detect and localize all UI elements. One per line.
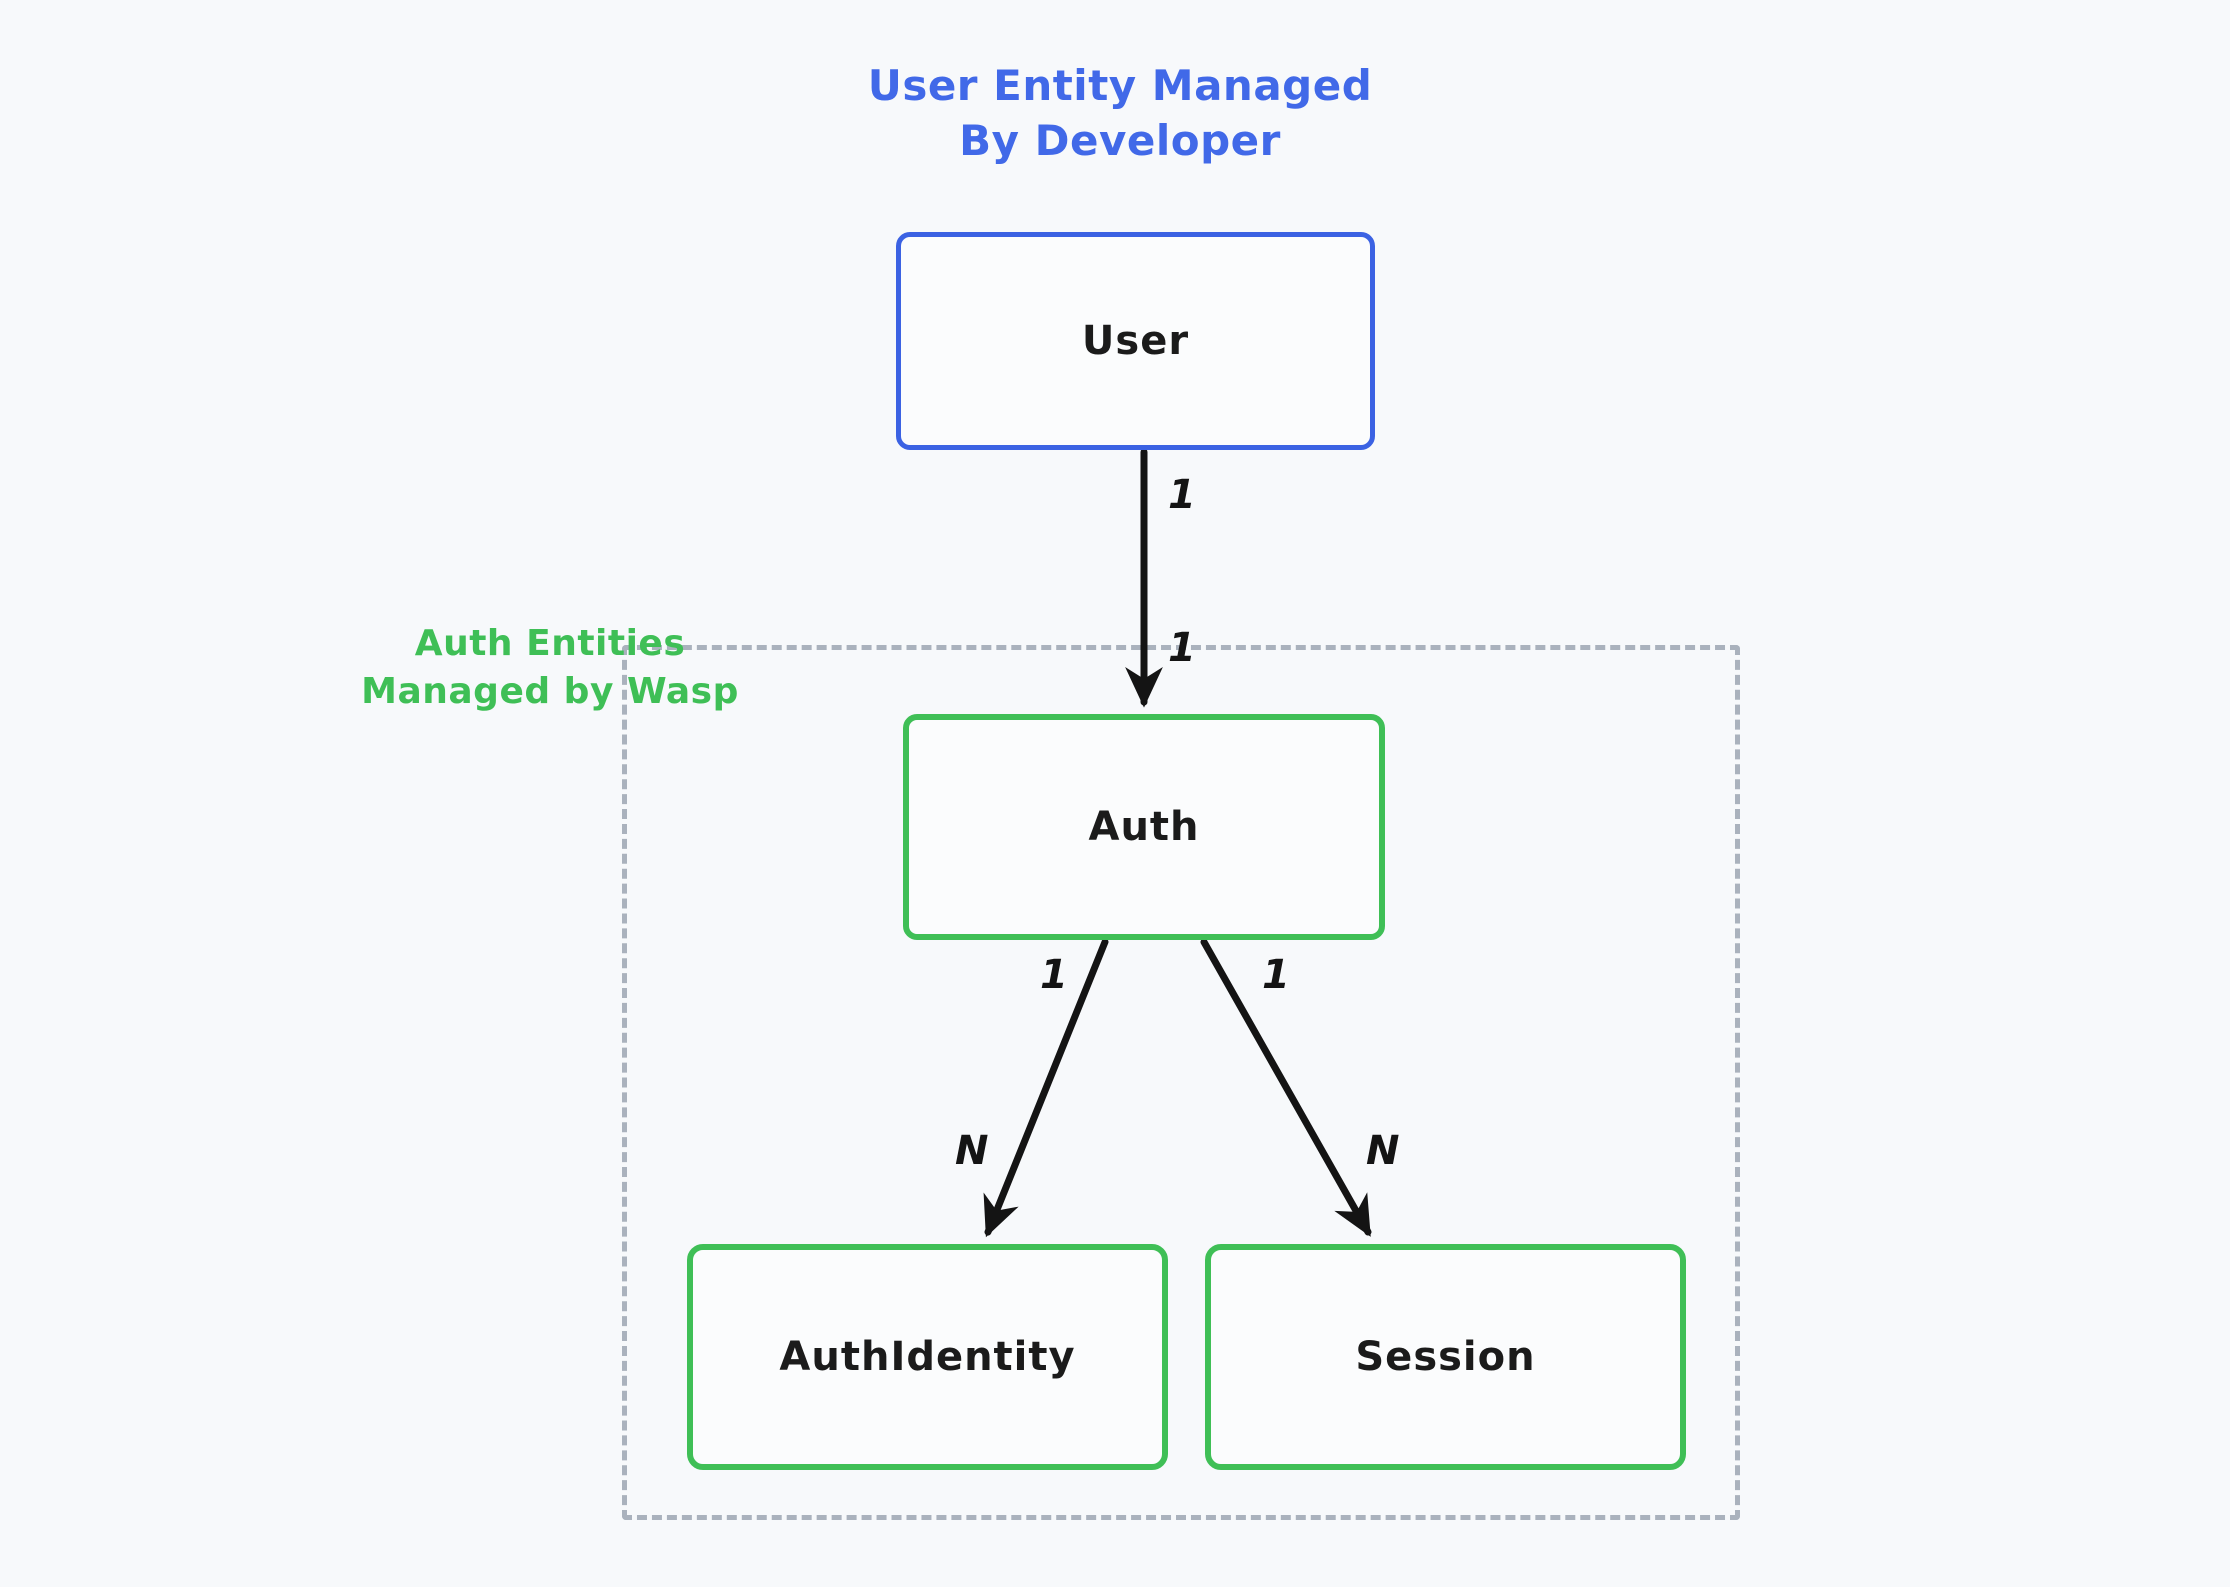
cardinality-user-to-auth-source: 1: [1168, 472, 1196, 518]
entity-label-session: Session: [1355, 1334, 1536, 1380]
entity-label-auth: Auth: [1088, 804, 1200, 850]
auth-entities-group-container: [622, 645, 1740, 1520]
cardinality-auth-to-session-target: N: [1366, 1128, 1400, 1174]
entity-label-authidentity: AuthIdentity: [779, 1334, 1076, 1380]
auth-entities-group-label: Auth Entities Managed by Wasp: [361, 623, 739, 712]
entity-box-authidentity[interactable]: AuthIdentity: [687, 1244, 1168, 1470]
user-entity-group-label: User Entity Managed By Developer: [867, 61, 1373, 166]
cardinality-user-to-auth-target: 1: [1168, 625, 1196, 671]
entity-label-user: User: [1081, 318, 1190, 364]
entity-box-session[interactable]: Session: [1205, 1244, 1686, 1470]
entity-box-auth[interactable]: Auth: [903, 714, 1385, 940]
cardinality-auth-to-session-source: 1: [1262, 952, 1290, 998]
cardinality-auth-to-authidentity-target: N: [955, 1128, 989, 1174]
cardinality-auth-to-authidentity-source: 1: [1040, 952, 1068, 998]
entity-box-user[interactable]: User: [896, 232, 1375, 450]
